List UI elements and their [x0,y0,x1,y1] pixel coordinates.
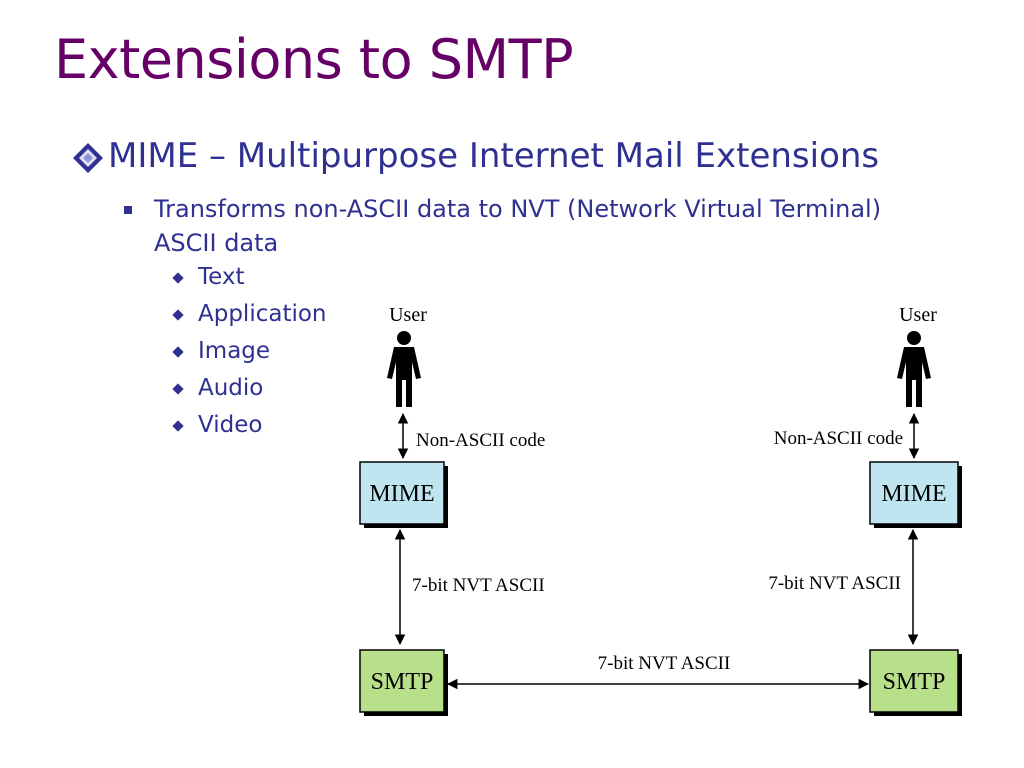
slide-title: Extensions to SMTP [54,28,574,91]
left-user-label: User [389,304,427,326]
left-user-icon [387,331,421,407]
diamond-bullet-icon [73,143,103,173]
left-smtp-label: SMTP [371,669,434,695]
subitem-label: Text [198,264,245,290]
right-mime-label: MIME [881,481,946,507]
square-bullet-icon [124,206,132,214]
bullet-transforms-line2: ASCII data [154,229,279,257]
left-mime-box [359,461,445,525]
right-mime-box [869,461,959,525]
left-nonascii-label: Non-ASCII code [416,430,545,451]
middle-nvt-label: 7-bit NVT ASCII [598,653,731,674]
left-mime-label: MIME [369,481,434,507]
right-user-icon [897,331,931,407]
bullet-mime-text: MIME – Multipurpose Internet Mail Extens… [108,136,880,176]
bullet-transforms-line1: Transforms non-ASCII data to NVT (Networ… [154,195,882,223]
subitem-label: Audio [198,375,264,401]
right-smtp-box [869,649,959,713]
right-user-label: User [899,304,937,326]
subitem-label: Image [198,338,271,364]
right-nvt-label: 7-bit NVT ASCII [768,573,901,594]
right-nonascii-label: Non-ASCII code [774,428,903,449]
right-smtp-label: SMTP [883,669,946,695]
subitem-label: Video [198,412,263,438]
left-nvt-label: 7-bit NVT ASCII [412,575,545,596]
subitem-label: Application [198,301,327,327]
left-smtp-box [359,649,445,713]
